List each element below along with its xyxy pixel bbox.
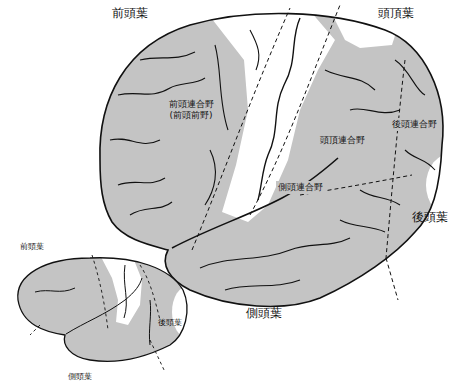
lobe-name: 前頭葉 [112, 6, 148, 20]
central-sulcus [258, 18, 300, 200]
area-boundaries [192, 5, 412, 300]
sulci [35, 265, 151, 345]
brain-fill [18, 258, 187, 362]
area-boundaries [30, 255, 165, 372]
lobe-name: 前頭葉 [20, 242, 44, 252]
occipital-white [426, 153, 466, 217]
lobe-name: 側頭葉 [246, 306, 282, 320]
motor-sensory-strip [205, 5, 335, 222]
area-name: 側頭連合野 [276, 181, 325, 194]
brain-outline [100, 14, 443, 307]
lateral-sulcus [172, 158, 338, 248]
lobe-name: 側頭葉 [68, 372, 92, 382]
occipital-white [172, 286, 204, 338]
area-name: 後頭連合野 [390, 118, 439, 131]
lobe-name: 後頭葉 [158, 318, 182, 328]
lobe-name: 後頭葉 [412, 210, 448, 224]
area-name: 頭頂連合野 [318, 134, 367, 147]
brain-outline [18, 258, 187, 362]
human-brain [100, 5, 466, 306]
sulci [110, 30, 435, 290]
lobe-name: 頭頂葉 [378, 6, 414, 20]
area-name: 前頭連合野 (前頭前野) [162, 98, 220, 122]
monkey-brain [18, 255, 204, 372]
